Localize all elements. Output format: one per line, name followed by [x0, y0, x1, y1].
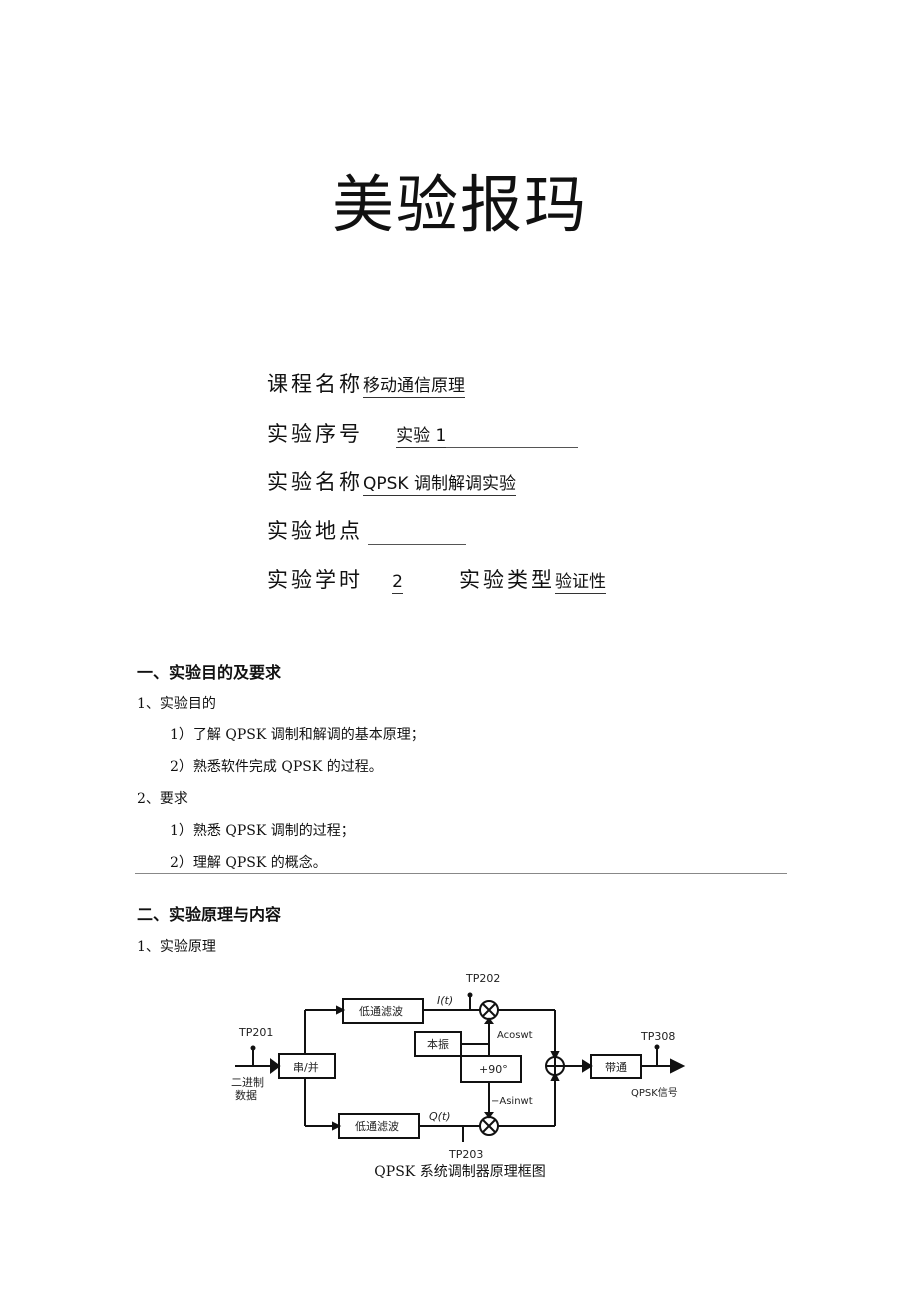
sequence-label: 实验序号: [267, 422, 363, 446]
sequence-blank-line: [446, 446, 579, 448]
serial-parallel-label: 串/并: [293, 1060, 319, 1074]
location-label: 实验地点: [267, 519, 363, 543]
type-label: 实验类型: [459, 568, 555, 592]
phase-shift-label: +90°: [479, 1063, 508, 1076]
purpose-item-1: 1）了解 QPSK 调制和解调的基本原理；: [170, 727, 425, 743]
section2-heading: 二、实验原理与内容: [137, 905, 282, 924]
horizontal-divider: [135, 873, 787, 874]
sin-label: −Asinwt: [491, 1096, 533, 1107]
tp201-label: TP201: [238, 1026, 273, 1039]
form-row-type: 实验类型验证性: [459, 564, 606, 594]
document-title: 美验报玛: [331, 168, 588, 241]
requirement-item-1: 1）熟悉 QPSK 调制的过程；: [170, 823, 355, 839]
lpf-top-label: 低通滤波: [359, 1005, 403, 1018]
bandpass-label: 带通: [605, 1061, 627, 1074]
requirement-item-2: 2）理解 QPSK 的概念。: [170, 855, 327, 871]
cos-label: Acoswt: [497, 1030, 533, 1041]
oscillator-label: 本振: [427, 1037, 449, 1051]
tp202-label: TP202: [465, 972, 500, 985]
i-t-label: I(t): [437, 994, 453, 1007]
form-row-location: 实验地点: [267, 515, 467, 545]
sequence-value: 实验 1: [396, 426, 447, 448]
tp308-label: TP308: [640, 1030, 675, 1043]
figure-caption: QPSK 系统调制器原理框图: [374, 1164, 546, 1180]
course-label: 课程名称: [267, 372, 363, 396]
name-label: 实验名称: [267, 470, 363, 494]
name-value: QPSK 调制解调实验: [363, 474, 516, 496]
hours-value: 2: [392, 572, 403, 594]
q-t-label: Q(t): [429, 1110, 451, 1123]
input-label-2: 数据: [235, 1088, 257, 1102]
form-row-name: 实验名称QPSK 调制解调实验: [267, 466, 516, 496]
section2-sub1-heading: 1、实验原理: [137, 939, 216, 955]
course-value: 移动通信原理: [363, 376, 465, 398]
form-row-sequence: 实验序号 实验 1: [267, 418, 579, 448]
qpsk-modulator-diagram: TP201 TP202 TP203 TP308 二进制 数据 串/并 低通滤波 …: [225, 968, 705, 1168]
output-label: QPSK信号: [631, 1087, 678, 1099]
input-label: 二进制: [231, 1076, 264, 1089]
type-value: 验证性: [555, 572, 606, 594]
lpf-bottom-label: 低通滤波: [355, 1120, 399, 1133]
hours-label: 实验学时: [267, 568, 363, 592]
section1-heading: 一、实验目的及要求: [137, 663, 282, 682]
purpose-item-2: 2）熟悉软件完成 QPSK 的过程。: [170, 759, 383, 775]
location-blank-line: [368, 543, 467, 545]
form-row-hours: 实验学时 2: [267, 564, 403, 594]
tp203-label: TP203: [448, 1148, 483, 1161]
section1-sub1-heading: 1、实验目的: [137, 696, 216, 712]
section1-sub2-heading: 2、要求: [137, 791, 188, 807]
form-row-course: 课程名称移动通信原理: [267, 368, 465, 398]
